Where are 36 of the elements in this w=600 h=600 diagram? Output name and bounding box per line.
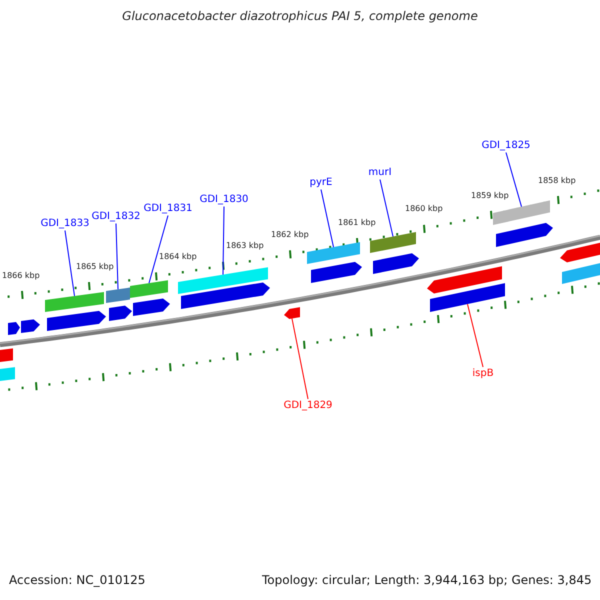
gene-label: GDI_1829	[284, 400, 332, 412]
scale-label: 1858 kbp	[538, 176, 576, 186]
gene-feature	[181, 282, 270, 309]
leader-line	[64, 230, 75, 296]
leader-line	[222, 206, 224, 276]
leader-line	[380, 179, 394, 237]
gene-feature	[130, 280, 168, 298]
accession-text: Accession: NC_010125	[9, 574, 146, 588]
leader-line	[116, 223, 118, 290]
leader-line	[506, 152, 522, 208]
gene-label: GDI_1832	[92, 211, 140, 222]
gene-label: GDI_1825	[482, 140, 530, 152]
gene-feature	[307, 242, 360, 264]
gene-feature	[284, 307, 300, 320]
gene-feature	[430, 283, 505, 312]
gene-label: murI	[368, 167, 392, 178]
gene-feature	[427, 266, 502, 294]
gene-feature	[106, 288, 130, 303]
gene-label: ispB	[472, 368, 494, 380]
gene-label: pyrE	[310, 177, 332, 188]
gene-label: GDI_1831	[144, 203, 192, 214]
gene-label: GDI_1833	[40, 218, 90, 230]
title: Gluconacetobacter diazotrophicus PAI 5, complete genome	[122, 10, 478, 24]
leader-line	[320, 189, 334, 248]
genome-summary-text: Topology: circular; Length: 3,944,163 bp; Genes: 3,845	[262, 574, 592, 588]
leader-line	[292, 318, 308, 400]
scale-label: 1861 kbp	[338, 218, 376, 228]
gene-label: GDI_1830	[200, 194, 248, 206]
scale-label: 1863 kbp	[226, 241, 264, 250]
leader-line	[148, 215, 168, 284]
gene-feature	[370, 232, 416, 253]
gene-feature	[45, 292, 104, 312]
leader-line	[467, 304, 484, 368]
gene-feature	[493, 200, 550, 225]
gene-feature	[178, 267, 268, 294]
scale-label: 1865 kbp	[76, 262, 114, 272]
